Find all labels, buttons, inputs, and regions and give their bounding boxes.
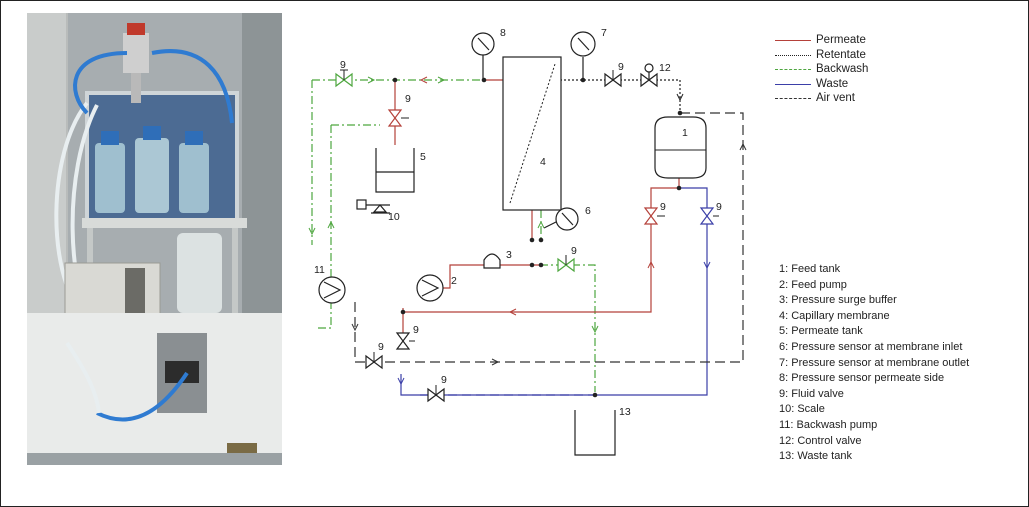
key-item: 12: Control valve [779, 434, 1024, 450]
label-valve: 9 [618, 61, 624, 73]
backwash-pump [319, 277, 345, 303]
key-item: 10: Scale [779, 402, 1024, 418]
key-item: 2: Feed pump [779, 278, 1024, 294]
key-item: 3: Pressure surge buffer [779, 293, 1024, 309]
label-valve: 9 [716, 201, 722, 213]
valve-feed-waste [701, 208, 713, 224]
waste-tank [575, 410, 615, 455]
label-waste-tank: 13 [619, 406, 631, 418]
label-valve: 9 [660, 201, 666, 213]
key-item: 8: Pressure sensor permeate side [779, 371, 1024, 387]
label-valve: 9 [413, 324, 419, 336]
legend-entry: Retentate [775, 49, 1025, 64]
label-permeate-tank: 5 [420, 151, 426, 163]
control-valve [641, 64, 657, 86]
label-sensor-permeate: 8 [500, 27, 506, 39]
legend-label: Permeate [816, 34, 866, 47]
capillary-membrane [503, 57, 561, 210]
legend-line-swatch [775, 98, 811, 99]
key-item: 4: Capillary membrane [779, 309, 1024, 325]
legend-entry: Waste [775, 78, 1025, 93]
label-control-valve: 12 [659, 62, 671, 74]
legend-line-swatch [775, 69, 811, 70]
legend-label: Backwash [816, 63, 868, 76]
permeate-tank [376, 148, 414, 192]
label-backwash-pump: 11 [314, 264, 325, 276]
valve-permeate-tank [389, 110, 401, 126]
key-item: 13: Waste tank [779, 449, 1024, 465]
legend-entry: Permeate [775, 34, 1025, 49]
label-feed-pump: 2 [451, 275, 457, 287]
key-item: 11: Backwash pump [779, 418, 1024, 434]
pressure-sensor-outlet [571, 32, 595, 80]
valve-feed-permeate [645, 208, 657, 224]
label-valve: 9 [340, 59, 346, 71]
legend-label: Waste [816, 78, 848, 91]
label-valve: 9 [571, 245, 577, 257]
label-valve: 9 [441, 374, 447, 386]
label-scale: 10 [388, 211, 400, 223]
legend-line-swatch [775, 84, 811, 85]
feed-tank [655, 117, 706, 178]
legend-entry: Air vent [775, 92, 1025, 107]
scale [357, 200, 390, 213]
label-surge-buffer: 3 [506, 249, 512, 261]
key-item: 5: Permeate tank [779, 324, 1024, 340]
pressure-sensor-permeate [472, 33, 494, 80]
pressure-surge-buffer [484, 254, 500, 268]
legend-label: Air vent [816, 92, 855, 105]
pressure-sensor-inlet [544, 208, 578, 230]
feed-pump [417, 275, 443, 301]
legend-entry: Backwash [775, 63, 1025, 78]
legend-line-swatch [775, 40, 811, 41]
lab-setup-photo [27, 13, 282, 465]
waste-lines [401, 188, 707, 395]
label-sensor-inlet: 6 [585, 205, 591, 217]
label-valve: 9 [378, 341, 384, 353]
legend-line-swatch [775, 55, 811, 56]
label-sensor-outlet: 7 [601, 27, 607, 39]
key-item: 7: Pressure sensor at membrane outlet [779, 356, 1024, 372]
label-valve: 9 [405, 93, 411, 105]
key-item: 6: Pressure sensor at membrane inlet [779, 340, 1024, 356]
key-item: 9: Fluid valve [779, 387, 1024, 403]
label-feed-tank: 1 [682, 127, 688, 139]
legend-label: Retentate [816, 49, 866, 62]
valve-pump-bypass [397, 333, 409, 349]
label-membrane: 4 [540, 156, 546, 168]
key-item: 1: Feed tank [779, 262, 1024, 278]
